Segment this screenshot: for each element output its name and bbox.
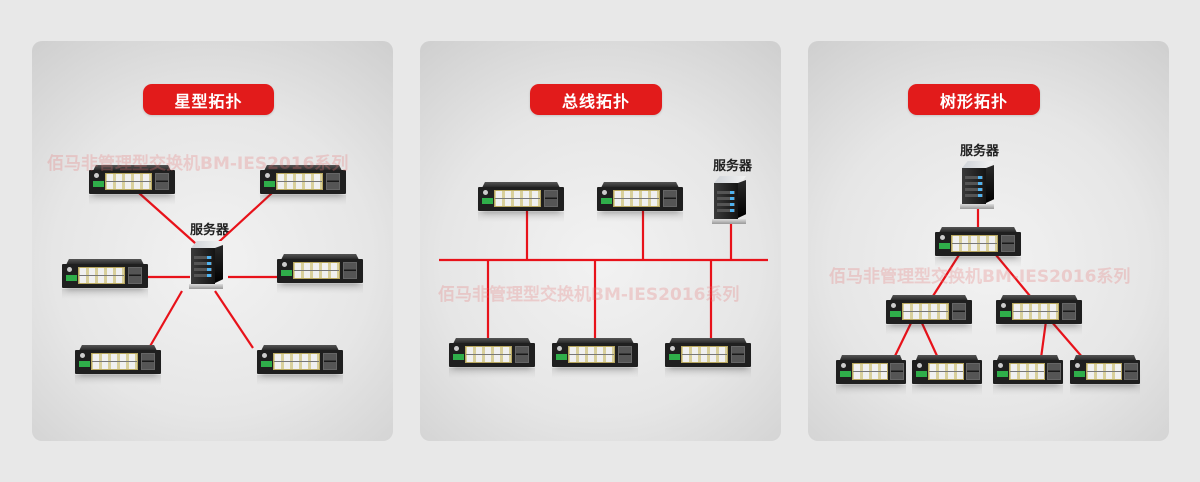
switch-icon <box>89 165 175 205</box>
switch-icon <box>62 259 148 299</box>
server-icon <box>710 176 748 224</box>
server-label: 服务器 <box>960 144 1000 159</box>
switch-icon <box>277 254 363 294</box>
switch-icon <box>449 338 535 378</box>
switch-icon <box>75 345 161 385</box>
tree-topology-title: 树形拓扑 <box>908 84 1040 115</box>
switch-icon <box>665 338 751 378</box>
switch-icon <box>257 345 343 385</box>
switch-icon <box>597 182 683 222</box>
server-icon <box>187 241 225 289</box>
tree-links <box>893 202 1084 359</box>
switch-icon <box>993 355 1063 395</box>
switch-icon <box>886 295 972 335</box>
server-icon <box>958 161 996 209</box>
star-topology-title: 星型拓扑 <box>143 84 274 115</box>
star-topology-panel: 星型拓扑 佰马非管理型交换机BM-IES2016系列 服务器 <box>32 41 393 441</box>
tree-topology-panel: 树形拓扑 服务器 佰马非管理型交换机BM-IES2016系列 <box>808 41 1169 441</box>
server-label: 服务器 <box>713 159 753 174</box>
switch-icon <box>478 182 564 222</box>
switch-icon <box>935 227 1021 267</box>
bus-topology-title: 总线拓扑 <box>530 84 662 115</box>
switch-icon <box>1070 355 1140 395</box>
switch-icon <box>996 295 1082 335</box>
switch-icon <box>836 355 906 395</box>
star-links <box>138 192 277 349</box>
switch-icon <box>912 355 982 395</box>
bus-topology-panel: 总线拓扑 佰马非管理型交换机BM-IES2016系列 服务器 <box>420 41 781 441</box>
switch-icon <box>552 338 638 378</box>
switch-icon <box>260 165 346 205</box>
bus-links <box>439 209 768 339</box>
server-label: 服务器 <box>190 223 230 238</box>
